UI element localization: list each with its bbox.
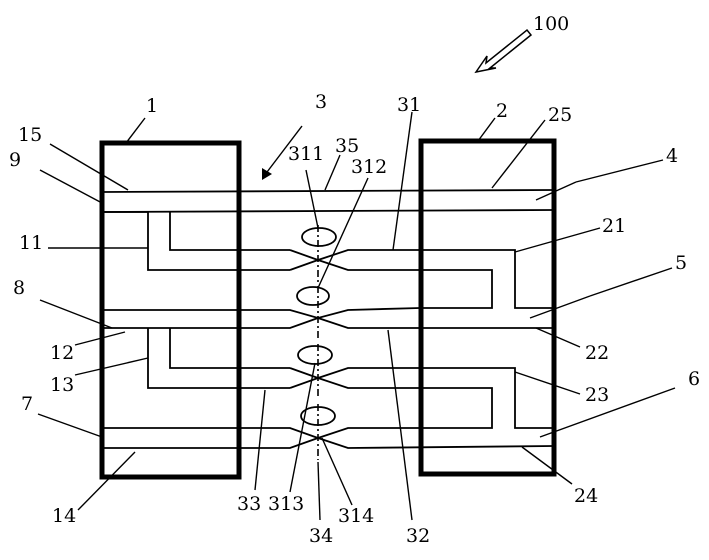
waveguide-top-1 xyxy=(101,189,555,193)
leader-3 xyxy=(263,125,303,177)
waveguide-21-b xyxy=(289,259,493,309)
label-35: 35 xyxy=(335,135,359,157)
label-100: 100 xyxy=(533,13,569,35)
label-314: 314 xyxy=(338,505,374,527)
label-15: 15 xyxy=(18,124,42,146)
leader-32 xyxy=(387,329,413,521)
label-31: 31 xyxy=(397,94,421,116)
label-6: 6 xyxy=(688,368,700,390)
waveguide-13-outer xyxy=(147,328,290,389)
leader-15 xyxy=(49,143,129,191)
arrowhead-3 xyxy=(262,168,272,180)
leader-33 xyxy=(254,389,266,491)
leader-312 xyxy=(317,177,369,289)
waveguide-13-inner xyxy=(169,328,290,369)
leader-9 xyxy=(39,169,103,204)
leader-24 xyxy=(521,446,573,485)
label-14: 14 xyxy=(52,505,76,527)
label-34: 34 xyxy=(309,525,333,547)
label-1: 1 xyxy=(146,95,158,117)
label-9: 9 xyxy=(9,149,21,171)
label-2: 2 xyxy=(496,100,508,122)
label-311: 311 xyxy=(288,143,324,165)
leader-2 xyxy=(477,117,496,142)
waveguide-14 xyxy=(102,437,555,449)
leader-12 xyxy=(74,331,126,346)
waveguide-11-outer xyxy=(102,211,290,271)
label-23: 23 xyxy=(585,384,609,406)
waveguide-8 xyxy=(102,307,421,319)
waveguide-23-b xyxy=(289,377,493,429)
leader-35 xyxy=(324,154,341,191)
label-22: 22 xyxy=(585,342,609,364)
label-13: 13 xyxy=(50,374,74,396)
label-4: 4 xyxy=(666,145,678,167)
leader-5a xyxy=(589,267,673,297)
leader-34 xyxy=(317,461,321,521)
leader-1 xyxy=(125,117,146,144)
label-8: 8 xyxy=(13,277,25,299)
leader-13 xyxy=(74,357,149,376)
leader-25 xyxy=(491,119,546,189)
leader-4a xyxy=(575,159,664,183)
label-11: 11 xyxy=(19,232,43,254)
leader-23 xyxy=(514,371,581,395)
waveguide-11-inner xyxy=(169,212,290,251)
label-21: 21 xyxy=(602,215,626,237)
arrow-100 xyxy=(474,28,533,74)
waveguide-12 xyxy=(102,317,554,329)
label-33: 33 xyxy=(237,493,261,515)
label-312: 312 xyxy=(351,156,387,178)
label-3: 3 xyxy=(315,91,327,113)
leader-8 xyxy=(39,299,113,329)
waveguide-top-2 xyxy=(101,209,555,213)
leader-7 xyxy=(37,413,103,438)
ring-312 xyxy=(296,286,330,306)
label-12: 12 xyxy=(50,342,74,364)
ring-313 xyxy=(297,345,333,365)
leader-313 xyxy=(289,362,316,493)
leader-31 xyxy=(392,111,413,251)
label-24: 24 xyxy=(574,485,598,507)
leader-6 xyxy=(539,387,676,438)
label-313: 313 xyxy=(268,493,304,515)
leader-14 xyxy=(77,451,136,511)
leader-314 xyxy=(321,437,353,506)
label-5: 5 xyxy=(675,252,687,274)
leader-4b xyxy=(535,181,577,201)
leader-22 xyxy=(535,327,581,348)
leader-311 xyxy=(305,169,319,229)
leader-5b xyxy=(529,295,591,319)
label-25: 25 xyxy=(548,104,572,126)
ring-311 xyxy=(301,227,337,247)
leader-21 xyxy=(514,227,601,253)
label-32: 32 xyxy=(406,525,430,547)
label-7: 7 xyxy=(21,393,33,415)
